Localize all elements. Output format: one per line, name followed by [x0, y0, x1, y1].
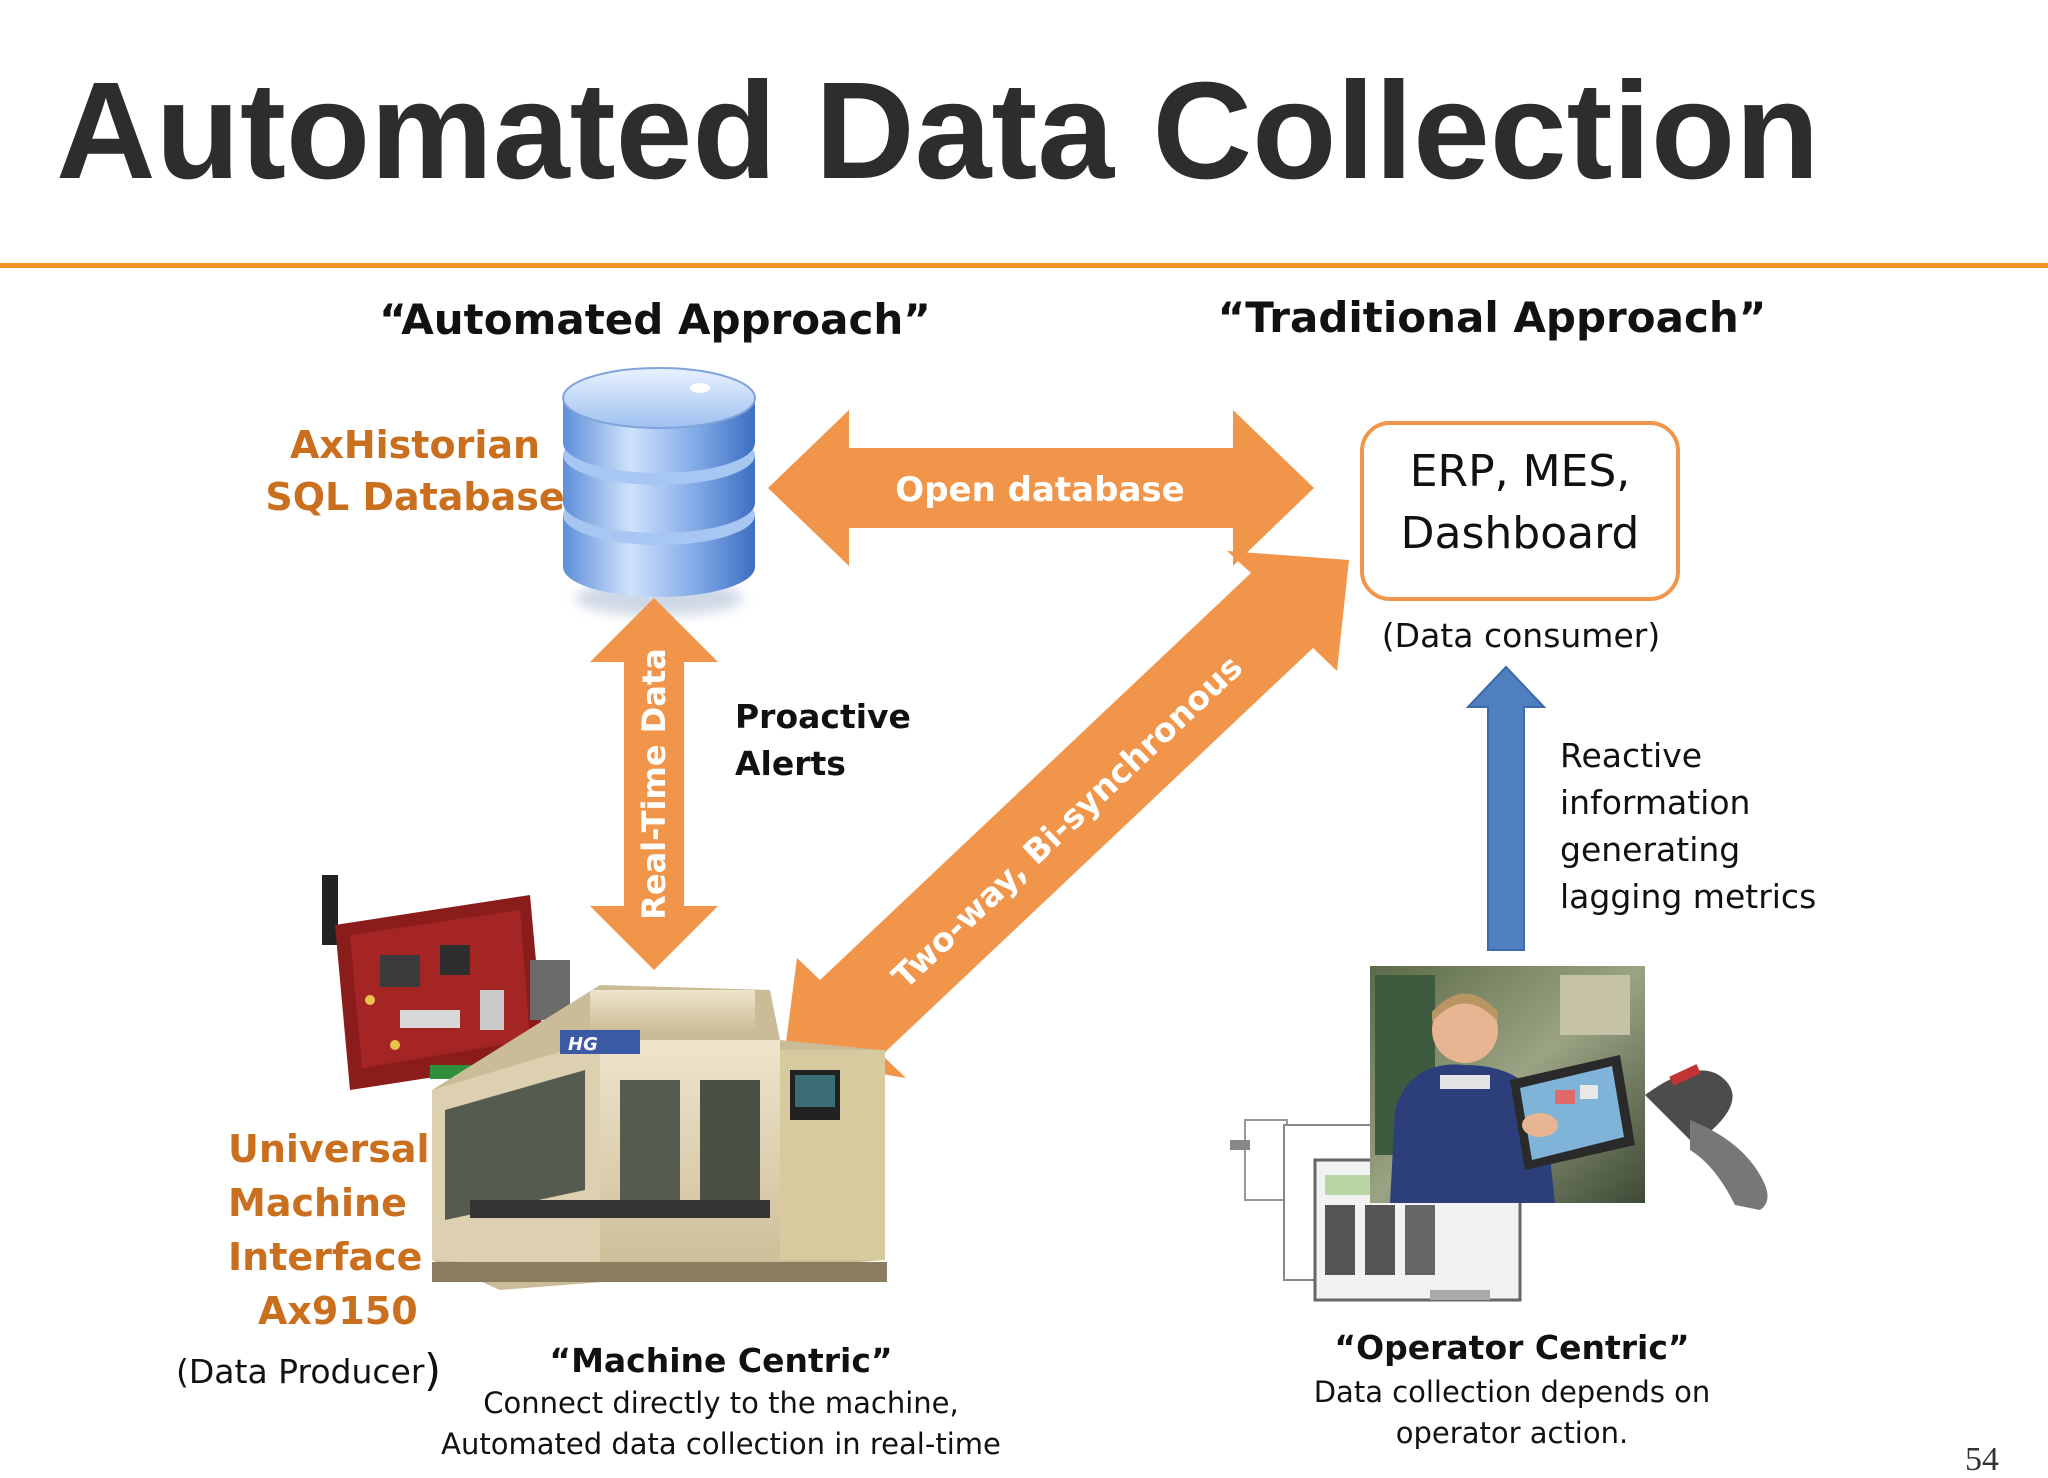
operator-centric-title: “Operator Centric”	[1334, 1328, 1689, 1367]
machine-label-line3: Interface	[228, 1235, 422, 1279]
data-producer-paren: )	[424, 1345, 441, 1396]
two-way-arrow	[784, 551, 1349, 1078]
erp-box-line1: ERP, MES,	[1410, 446, 1631, 497]
barcode-scanner-icon	[1645, 1064, 1768, 1210]
cnc-machine-icon: HG	[432, 985, 887, 1290]
heading-traditional-approach: “Traditional Approach”	[1218, 293, 1767, 342]
reactive-line3: generating	[1560, 830, 1740, 869]
title-rule	[0, 263, 2048, 268]
data-consumer-caption: (Data consumer)	[1382, 616, 1660, 655]
open-database-arrow	[768, 410, 1314, 566]
heading-automated-approach: “Automated Approach”	[379, 295, 931, 344]
proactive-alerts-line2: Alerts	[735, 744, 846, 783]
reactive-line4: lagging metrics	[1560, 877, 1816, 916]
machine-centric-line2: Automated data collection in real-time	[441, 1427, 1001, 1461]
reactive-line2: information	[1560, 783, 1750, 822]
reactive-blue-arrow	[1465, 665, 1547, 951]
operator-centric-line1: Data collection depends on	[1314, 1375, 1711, 1409]
slide-title: Automated Data Collection	[56, 54, 1819, 208]
data-producer-caption: (Data Producer	[176, 1352, 425, 1391]
proactive-alerts-line1: Proactive	[735, 697, 911, 736]
database-label-line1: AxHistorian	[290, 423, 540, 467]
database-cylinder-icon	[562, 367, 756, 616]
open-database-label: Open database	[895, 470, 1184, 510]
database-label-line2: SQL Database	[265, 475, 564, 519]
machine-label-line1: Universal	[228, 1127, 430, 1171]
machine-label-line2: Machine	[228, 1181, 407, 1225]
reactive-line1: Reactive	[1560, 736, 1702, 775]
machine-centric-title: “Machine Centric”	[549, 1341, 892, 1380]
machine-centric-line1: Connect directly to the machine,	[483, 1386, 958, 1420]
page-number: 54	[1965, 1441, 1999, 1478]
machine-label-line4: Ax9150	[258, 1289, 418, 1333]
two-way-label: Two-way, Bi-synchronous	[884, 647, 1250, 996]
operator-centric-line2: operator action.	[1396, 1416, 1628, 1450]
operator-touchscreen-icon	[1230, 966, 1768, 1302]
machine-badge: HG	[568, 1034, 598, 1055]
erp-box-line2: Dashboard	[1401, 508, 1640, 559]
real-time-data-label: Real-Time Data	[635, 648, 673, 920]
erp-mes-dashboard-box	[1360, 421, 1680, 601]
circuit-board-icon	[322, 875, 570, 1090]
real-time-data-arrow	[590, 598, 718, 970]
